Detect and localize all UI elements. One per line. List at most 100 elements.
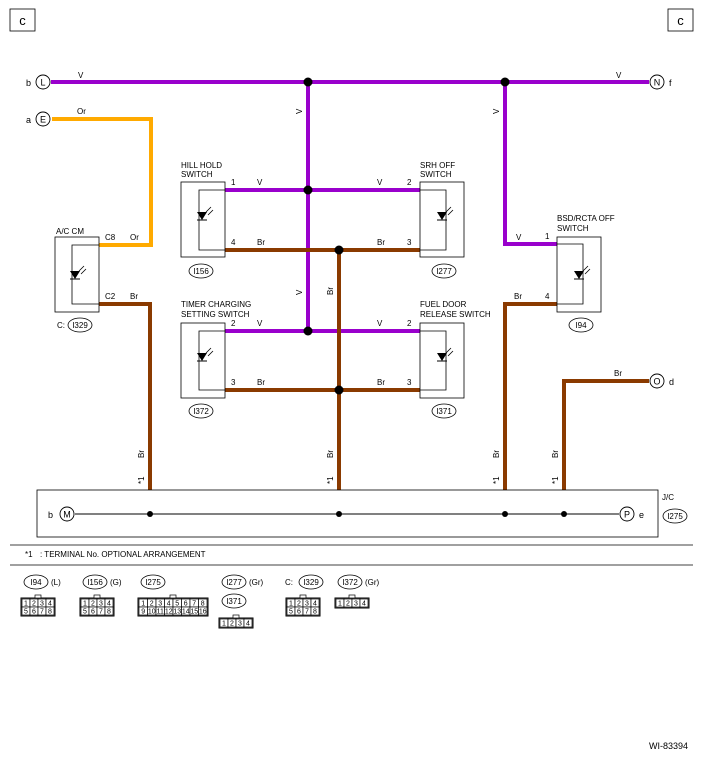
- svg-text:4: 4: [231, 238, 236, 247]
- svg-text:Or: Or: [77, 107, 86, 116]
- svg-text:3: 3: [407, 238, 412, 247]
- svg-text:FUEL DOOR: FUEL DOOR: [420, 300, 467, 309]
- legend-pin-number: 4: [48, 600, 52, 607]
- svg-text:I372: I372: [193, 407, 209, 416]
- component-srh-off-switch: SRH OFF SWITCH 2 3 I277: [407, 161, 465, 279]
- svg-text:Br: Br: [492, 450, 501, 458]
- switch-lamp-icon: [437, 347, 454, 362]
- legend-id: I156: [87, 578, 103, 587]
- legend-pin-number: 1: [83, 600, 87, 607]
- footnote: *1 : TERMINAL No. OPTIONAL ARRANGEMENT: [25, 550, 206, 559]
- legend-tab: [169, 594, 177, 599]
- svg-text:Br: Br: [137, 450, 146, 458]
- svg-text:I371: I371: [436, 407, 452, 416]
- legend-pin-number: 5: [289, 608, 293, 615]
- legend-pin-number: 7: [192, 600, 196, 607]
- svg-text:2: 2: [407, 178, 412, 187]
- svg-text:V: V: [295, 289, 304, 295]
- svg-text:3: 3: [407, 378, 412, 387]
- legend-pin-number: 6: [32, 608, 36, 615]
- legend-id: I329: [303, 578, 319, 587]
- svg-text:1: 1: [231, 178, 236, 187]
- wire-labels: V V Or V V V Br V V Br Br V V Br Br Or B…: [77, 71, 622, 484]
- svg-text:1: 1: [545, 232, 550, 241]
- legend-pin-number: 2: [150, 600, 154, 607]
- component-hill-hold-switch: HILL HOLD SWITCH 1 4 I156: [180, 161, 236, 279]
- legend-color: (Gr): [249, 578, 264, 587]
- svg-text:Br: Br: [377, 238, 385, 247]
- legend-pin-number: 7: [305, 608, 309, 615]
- component-fuel-door-switch: FUEL DOOR RELEASE SWITCH 2 3 I371: [407, 300, 491, 419]
- legend-id-oval: [337, 574, 363, 590]
- wire-br-bsd: [503, 302, 557, 490]
- svg-text:Br: Br: [377, 378, 385, 387]
- connector-E: a E: [26, 111, 51, 127]
- legend-pin-number: 8: [107, 608, 111, 615]
- svg-text:C2: C2: [105, 292, 116, 301]
- legend-pin-cell: [104, 606, 114, 616]
- svg-text:Br: Br: [257, 238, 265, 247]
- legend-pin-number: 2: [91, 600, 95, 607]
- legend-tab: [93, 594, 101, 599]
- svg-text:P: P: [624, 510, 630, 520]
- legend-pin-number: 4: [246, 620, 250, 627]
- legend-id2: I371: [226, 597, 242, 606]
- svg-text:C:: C:: [57, 321, 65, 330]
- component-timer-charging-switch: TIMER CHARGING SETTING SWITCH 2 3 I372: [180, 300, 251, 419]
- svg-text:Br: Br: [257, 378, 265, 387]
- legend-pin-number: 5: [175, 600, 179, 607]
- legend-pin-number: 2: [230, 620, 234, 627]
- svg-text:3: 3: [231, 378, 236, 387]
- switch-lamp-icon: [70, 265, 87, 280]
- legend-pin-number: 4: [107, 600, 111, 607]
- switch-lamp-icon: [437, 206, 454, 221]
- junction-dots: [303, 77, 510, 395]
- legend-pin-number: 4: [362, 600, 366, 607]
- legend-pin-number: 16: [199, 608, 207, 615]
- svg-text:f: f: [669, 78, 672, 88]
- svg-text:E: E: [40, 115, 46, 125]
- svg-text:TIMER CHARGING: TIMER CHARGING: [181, 300, 251, 309]
- legend-pin-number: 8: [313, 608, 317, 615]
- legend-pin-number: 1: [141, 600, 145, 607]
- svg-text:BSD/RCTA OFF: BSD/RCTA OFF: [557, 214, 615, 223]
- svg-text:M: M: [63, 510, 71, 520]
- legend-pin-number: 3: [305, 600, 309, 607]
- svg-text:Br: Br: [551, 450, 560, 458]
- legend-pin-number: 1: [222, 620, 226, 627]
- svg-text:I275: I275: [667, 512, 683, 521]
- legend-pin-number: 8: [201, 600, 205, 607]
- corner-box-left: c: [9, 8, 36, 32]
- legend-pin-number: 12: [165, 608, 173, 615]
- svg-text:A/C CM: A/C CM: [56, 227, 84, 236]
- legend-pin-number: 1: [289, 600, 293, 607]
- legend-pin-number: 1: [24, 600, 28, 607]
- svg-text:*1: *1: [326, 476, 335, 484]
- corner-label-left: c: [19, 13, 26, 28]
- svg-text:Br: Br: [326, 450, 335, 458]
- svg-text:*1: *1: [137, 476, 146, 484]
- svg-text:V: V: [295, 108, 304, 114]
- connector-O: O d: [649, 373, 674, 389]
- legend-pin-cell: [243, 618, 253, 628]
- legend-pin-number: 3: [40, 600, 44, 607]
- legend-pin-number: 5: [24, 608, 28, 615]
- switch-lamp-icon: [197, 206, 214, 221]
- svg-text:V: V: [492, 108, 501, 114]
- svg-text:a: a: [26, 115, 31, 125]
- corner-label-right: c: [677, 13, 684, 28]
- svg-text:V: V: [616, 71, 622, 80]
- svg-text:Br: Br: [614, 369, 622, 378]
- legend-pin-number: 3: [238, 620, 242, 627]
- legend-pin-number: 15: [190, 608, 198, 615]
- svg-text:Br: Br: [130, 292, 138, 301]
- svg-text:d: d: [669, 377, 674, 387]
- legend-id-oval: [82, 574, 108, 590]
- legend-pin-cell: [198, 606, 208, 616]
- legend-pin-number: 11: [157, 608, 164, 615]
- wire-v-to-bsd: [503, 82, 557, 246]
